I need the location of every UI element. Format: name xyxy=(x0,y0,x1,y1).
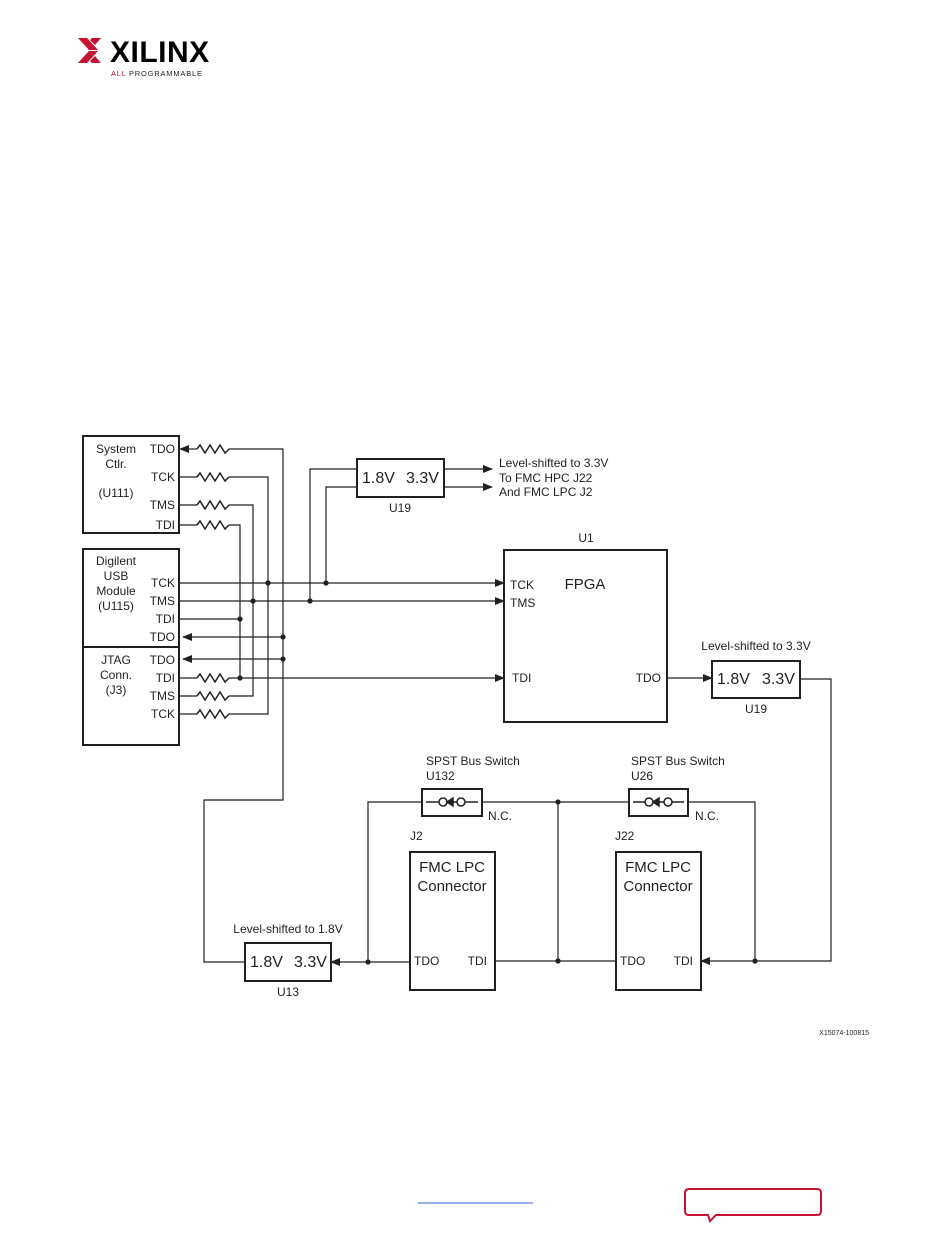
fmc-j22-pin-tdi: TDI xyxy=(674,954,693,968)
system-ctrl-pin-tdi: TDI xyxy=(156,518,175,532)
shifter-bottom-v1: 1.8V xyxy=(250,954,283,971)
fpga-box xyxy=(503,549,668,723)
switch-left-nc: N.C. xyxy=(488,809,512,823)
resistor-jtag-tck-icon xyxy=(196,708,230,720)
switch-right-title: SPST Bus Switch xyxy=(631,754,725,768)
xilinx-logo: XILINX ALL PROGRAMMABLE xyxy=(78,36,210,78)
component-boxes xyxy=(82,435,801,991)
shifter-right-v1: 1.8V xyxy=(717,671,750,688)
fmc-j22-box xyxy=(615,851,702,991)
shifter-right-note: Level-shifted to 3.3V xyxy=(701,639,810,653)
digilent-pin-tms: TMS xyxy=(150,594,175,608)
system-ctrl-pin-tms: TMS xyxy=(150,498,175,512)
fmc-j22-ref: J22 xyxy=(615,829,635,843)
system-ctrl-label-line2: Ctlr. xyxy=(105,457,126,471)
system-ctrl-pin-tdo: TDO xyxy=(150,442,175,456)
fmc-j22-line1: FMC LPC xyxy=(625,859,691,876)
fmc-j2-box xyxy=(409,851,496,991)
shifter-right-v2: 3.3V xyxy=(762,671,795,688)
shifter-top-note2: To FMC HPC J22 xyxy=(499,471,593,485)
shifter-bottom-v2: 3.3V xyxy=(294,954,327,971)
shifter-top-box xyxy=(356,458,445,498)
digilent-label-line1: Digilent xyxy=(96,554,137,568)
switch-right-nc: N.C. xyxy=(695,809,719,823)
shifter-top-v2: 3.3V xyxy=(406,470,439,487)
jtag-label-line1: JTAG xyxy=(101,653,131,667)
digilent-ref: (U115) xyxy=(98,599,134,613)
digilent-pin-tdi: TDI xyxy=(156,612,175,626)
switch-left-symbol-icon xyxy=(426,796,478,808)
digilent-pin-tck: TCK xyxy=(151,576,175,590)
feedback-button[interactable] xyxy=(684,1188,822,1223)
arrow-sysctl-tdo xyxy=(179,445,189,453)
switch-right-ref: U26 xyxy=(631,769,653,783)
jtag-ref: (J3) xyxy=(106,683,127,697)
figure-id: X15074-100815 xyxy=(819,1030,869,1037)
fpga-pin-tdo: TDO xyxy=(636,671,661,685)
xilinx-logo-mark-icon xyxy=(78,38,101,63)
logo-wordmark: XILINX xyxy=(110,36,210,69)
fmc-j22-line2: Connector xyxy=(623,878,692,895)
resistor-sysctl-tdo-icon xyxy=(196,443,230,455)
shifter-bottom-note: Level-shifted to 1.8V xyxy=(233,922,342,936)
system-ctrl-pin-tck: TCK xyxy=(151,470,175,484)
logo-tagline: PROGRAMMABLE xyxy=(129,69,203,78)
fmc-j2-pin-tdi: TDI xyxy=(468,954,487,968)
fpga-pin-tms: TMS xyxy=(510,596,535,610)
shifter-right-ref: U19 xyxy=(745,702,767,716)
fmc-j2-pin-tdo: TDO xyxy=(414,954,439,968)
resistor-jtag-tdi-icon xyxy=(196,672,230,684)
switch-right-symbol-icon xyxy=(633,796,684,808)
shifter-top-note3: And FMC LPC J2 xyxy=(499,485,593,499)
fmc-j22-pin-tdo: TDO xyxy=(620,954,645,968)
jtag-pin-tms: TMS xyxy=(150,689,175,703)
jtag-pin-tck: TCK xyxy=(151,707,175,721)
jtag-label-line2: Conn. xyxy=(100,668,132,682)
resistors xyxy=(196,443,230,720)
fmc-j2-line2: Connector xyxy=(417,878,486,895)
digilent-label-line3: Module xyxy=(96,584,136,598)
switch-left-title: SPST Bus Switch xyxy=(426,754,520,768)
shifter-top-ref: U19 xyxy=(389,501,411,515)
shifter-top-note1: Level-shifted to 3.3V xyxy=(499,456,608,470)
shifter-bottom-ref: U13 xyxy=(277,985,299,999)
digilent-label-line2: USB xyxy=(104,569,129,583)
shifter-top-v1: 1.8V xyxy=(362,470,395,487)
switch-left-ref: U132 xyxy=(426,769,455,783)
fpga-pin-tck: TCK xyxy=(510,578,534,592)
fpga-name: FPGA xyxy=(565,576,606,593)
resistor-jtag-tms-icon xyxy=(196,690,230,702)
fmc-j2-ref: J2 xyxy=(410,829,423,843)
system-ctrl-box xyxy=(82,435,180,534)
logo-tagline-all: ALL xyxy=(111,69,127,78)
fpga-ref: U1 xyxy=(578,531,594,545)
junction-dots xyxy=(237,580,758,965)
resistor-sysctl-tdi-icon xyxy=(196,519,230,531)
fmc-j2-line1: FMC LPC xyxy=(419,859,485,876)
fpga-pin-tdi: TDI xyxy=(512,671,531,685)
jtag-pin-tdi: TDI xyxy=(156,671,175,685)
system-ctrl-label-line1: System xyxy=(96,442,136,456)
jtag-pin-tdo: TDO xyxy=(150,653,175,667)
resistor-sysctl-tms-icon xyxy=(196,499,230,511)
system-ctrl-ref: (U111) xyxy=(99,486,134,500)
digilent-pin-tdo: TDO xyxy=(150,630,175,644)
resistor-sysctl-tck-icon xyxy=(196,471,230,483)
